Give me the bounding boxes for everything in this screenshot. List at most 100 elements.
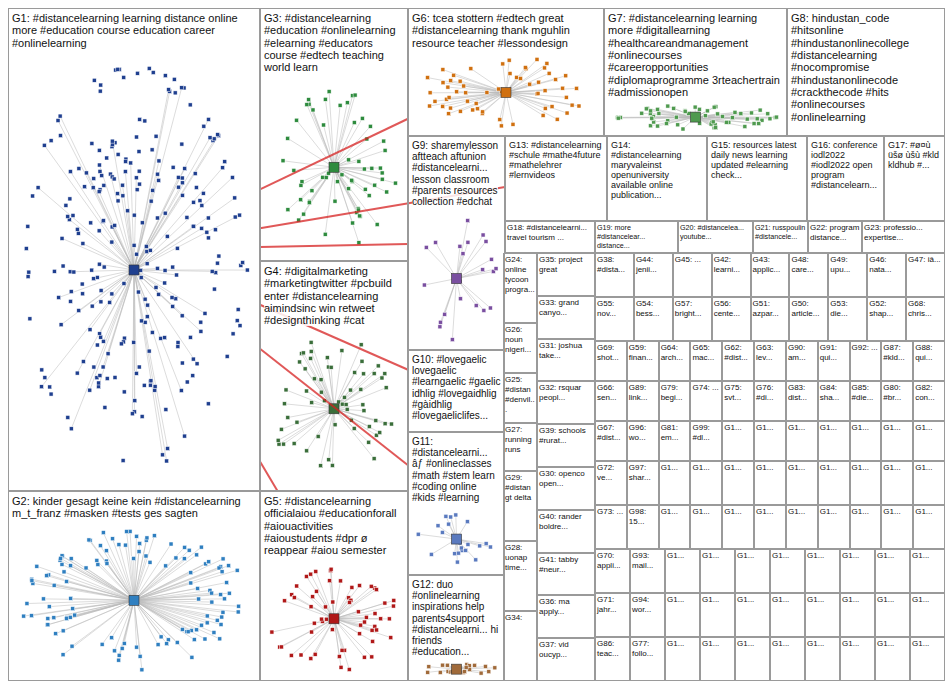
vertex-dot (283, 599, 287, 603)
vertex-dot (68, 170, 72, 174)
vertex-dot (121, 459, 125, 463)
vertex-dot (182, 557, 186, 561)
group-tile: G41: tabby #neur... (537, 553, 595, 596)
vertex-edge (311, 574, 334, 619)
vertex-dot (171, 165, 175, 169)
vertex-edge (334, 167, 395, 183)
group-tile: G49: upu... (828, 253, 867, 297)
vertex-dot (169, 542, 173, 546)
vertex-edge (134, 600, 167, 643)
vertex-dot (39, 385, 43, 389)
vertex-dot (711, 120, 715, 124)
vertex-dot (755, 117, 759, 121)
vertex-dot (371, 639, 375, 643)
group-tile: G62: #dist... (722, 341, 754, 381)
vertex-dot (140, 415, 144, 419)
vertex-dot (705, 109, 709, 113)
group-label: G1... (772, 595, 789, 604)
vertex-dot (447, 95, 451, 99)
vertex-dot (360, 116, 364, 120)
vertex-dot (188, 335, 192, 339)
vertex-dot (132, 243, 136, 247)
vertex-dot (313, 652, 317, 656)
vertex-dot (441, 68, 445, 72)
vertex-dot (329, 365, 333, 369)
vertex-dot (83, 185, 87, 189)
vertex-dot (225, 354, 229, 358)
vertex-dot (289, 653, 293, 657)
vertex-dot (383, 422, 387, 426)
group-label: G1... (737, 595, 754, 604)
vertex-edge (292, 595, 334, 619)
group-label: G1... (756, 507, 773, 516)
vertex-dot (150, 148, 154, 152)
group-label: G1... (667, 595, 684, 604)
vertex-dot (499, 124, 503, 128)
vertex-dot (217, 254, 221, 258)
group-label: G1... (915, 423, 932, 432)
vertex-dot (383, 372, 387, 376)
group-tile: G37: vid oucyp... (537, 638, 595, 681)
group-label: G59: finan... (629, 343, 653, 362)
vertex-dot (217, 566, 221, 570)
group-label: G39: schools #rurat... (539, 426, 586, 445)
vertex-dot (282, 402, 286, 406)
group-tile: G42: learni... (712, 253, 751, 297)
group-tile: G97: shar... (627, 461, 659, 505)
vertex-edge (651, 111, 696, 117)
vertex-dot (312, 377, 316, 381)
vertex-dot (481, 110, 485, 114)
group-tile: G1... (875, 549, 910, 593)
vertex-dot (231, 332, 235, 336)
group-label: G37: vid oucyp... (539, 640, 569, 659)
group-tile: G1... (690, 461, 722, 505)
vertex-dot (134, 371, 138, 375)
vertex-edge (285, 601, 334, 619)
group-label: G63: lev... (756, 343, 773, 362)
vertex-dot (347, 158, 351, 162)
vertex-dot (139, 268, 143, 272)
vertex-dot (138, 654, 142, 658)
group-label: G8: hindustan_code #hitsonline #hindusta… (791, 12, 909, 123)
vertex-edge (86, 173, 134, 270)
vertex-edge (134, 270, 201, 331)
vertex-edge (103, 270, 134, 341)
vertex-dot (60, 236, 64, 240)
vertex-dot (543, 89, 547, 93)
vertex-edge (112, 141, 134, 270)
vertex-edge (134, 600, 221, 624)
group-tile: G1... (722, 421, 754, 461)
vertex-dot (362, 620, 366, 624)
vertex-dot (481, 268, 485, 272)
group-label: G1... (912, 595, 929, 604)
vertex-dot (36, 186, 40, 190)
vertex-dot (225, 581, 229, 585)
vertex-dot (75, 371, 79, 375)
group-tile: G71: jahr... (595, 593, 630, 637)
vertex-dot (60, 562, 64, 566)
vertex-dot (337, 654, 341, 658)
vertex-dot (180, 181, 184, 185)
group-label: G72: ve... (597, 463, 614, 482)
vertex-dot (134, 176, 138, 180)
vertex-dot (69, 299, 73, 303)
vertex-edge (99, 231, 134, 270)
vertex-edge (457, 241, 487, 278)
vertex-dot (309, 340, 313, 344)
group-tile: G90: am... (786, 341, 818, 381)
vertex-dot (681, 127, 685, 131)
vertex-dot (362, 167, 366, 171)
vertex-dot (69, 427, 73, 431)
vertex-dot (319, 378, 323, 382)
vertex-dot (73, 613, 77, 617)
group-tile: G82: con... (913, 381, 945, 421)
vertex-edge (281, 409, 334, 430)
group-tile: G77: follo... (630, 637, 665, 681)
group-tile: G1... (735, 637, 770, 681)
group-label: G34: (505, 613, 522, 622)
group-label: G51: azpar... (753, 299, 779, 318)
group-label: G38: #dista... (597, 255, 625, 274)
vertex-edge (134, 270, 163, 455)
group-box: G9: sharemylesson aftteach aftunion #dis… (408, 136, 505, 350)
group-label: G86: teac... (597, 639, 619, 658)
